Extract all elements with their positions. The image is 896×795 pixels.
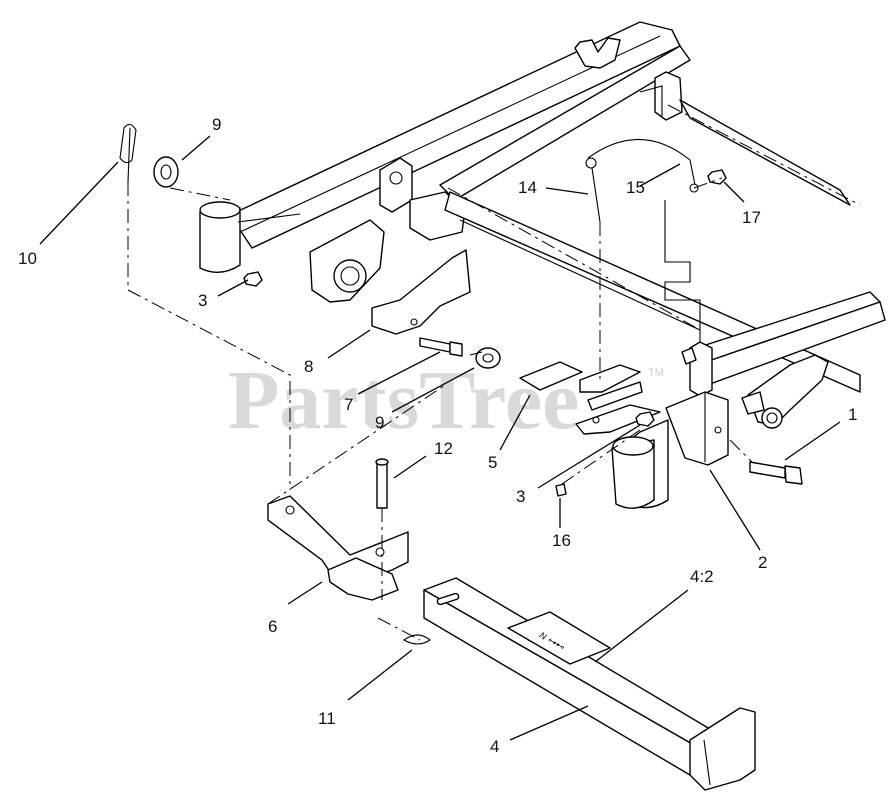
watermark: PartsTree TM <box>228 354 664 447</box>
watermark-text: PartsTree <box>228 354 579 447</box>
callout-8: 8 <box>304 357 313 376</box>
callout-5: 5 <box>488 453 497 472</box>
callout-6: 6 <box>268 617 277 636</box>
part-shim-plates <box>519 361 661 435</box>
alignment-lines <box>127 104 861 641</box>
callout-14: 14 <box>518 178 537 197</box>
callout-4-2: 4:2 <box>690 567 714 586</box>
leader-lines <box>39 135 841 741</box>
callout-labels: 1 2 3 3 4 4:2 5 6 7 8 9 9 10 11 12 14 15… <box>18 115 857 756</box>
callout-12: 12 <box>434 439 453 458</box>
part-push-arm: N ⊶⊷ <box>423 577 756 791</box>
callout-10: 10 <box>18 249 37 268</box>
callout-9-upper: 9 <box>212 115 221 134</box>
mower-frame <box>199 21 886 429</box>
callout-17: 17 <box>742 208 761 227</box>
callout-2: 2 <box>758 553 767 572</box>
callout-7: 7 <box>344 395 353 414</box>
part-pivot-bracket <box>267 495 409 601</box>
callout-3-lower: 3 <box>516 487 525 506</box>
callout-4: 4 <box>490 737 499 756</box>
watermark-trademark: TM <box>648 367 664 379</box>
callout-9-lower: 9 <box>375 413 384 432</box>
callout-16: 16 <box>552 531 571 550</box>
callout-1: 1 <box>848 405 857 424</box>
callout-15: 15 <box>626 178 645 197</box>
part-bracket-sleeve <box>611 391 729 509</box>
part-hardware <box>119 123 803 645</box>
callout-3-upper: 3 <box>198 291 207 310</box>
callout-11: 11 <box>318 709 336 728</box>
